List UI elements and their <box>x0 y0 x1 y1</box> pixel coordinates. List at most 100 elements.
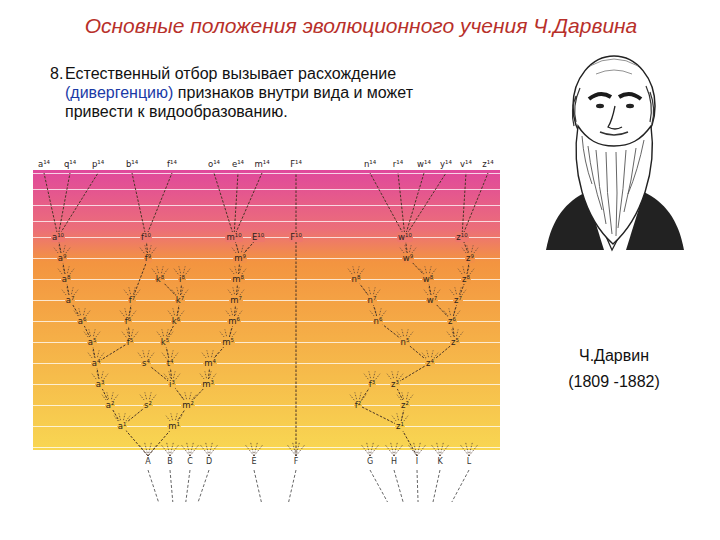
variety-label: z¹ <box>395 421 405 431</box>
variety-label: a¹⁴ <box>37 159 51 169</box>
lineage-branch <box>398 173 405 237</box>
lineage-branch <box>44 173 58 237</box>
variety-label: m³ <box>201 379 215 389</box>
variant-fan <box>391 442 394 456</box>
ancestry-line <box>254 470 261 502</box>
portrait-dates: (1809 -1882) <box>534 372 694 392</box>
side-hair <box>572 86 653 126</box>
variant-fan <box>190 445 199 456</box>
ancestry-line <box>170 470 173 502</box>
species-letter: L <box>467 457 471 467</box>
ancestry-line <box>417 470 418 502</box>
variant-fan <box>469 442 472 456</box>
variety-label: F¹⁴ <box>289 159 303 169</box>
generation-line <box>33 237 500 238</box>
variant-fan <box>361 445 370 456</box>
ancestry-line <box>433 470 440 502</box>
variety-label: a¹ <box>117 421 128 431</box>
lineage-branch <box>58 173 70 237</box>
variety-label: w⁹ <box>402 253 414 263</box>
statement-text: Естественный отбор вызывает расхождение <box>65 65 396 82</box>
variety-label: z¹⁴ <box>481 159 494 169</box>
variant-fan <box>296 442 299 456</box>
variant-fan <box>148 445 157 456</box>
variant-fan <box>206 442 209 456</box>
variant-fan <box>469 445 478 456</box>
variant-fan <box>440 445 449 456</box>
variety-label: b¹⁴ <box>125 159 139 169</box>
variant-fan <box>181 445 190 456</box>
variety-label: n⁵ <box>400 337 411 347</box>
variety-label: w⁷ <box>426 295 438 305</box>
lineage-branch <box>146 173 172 237</box>
variant-fan <box>296 445 305 456</box>
variety-label: z⁶ <box>447 316 457 326</box>
variant-fan <box>385 445 394 456</box>
variety-label: i⁸ <box>178 274 186 284</box>
ancestry-line <box>394 470 403 502</box>
variant-fan <box>394 442 397 456</box>
variety-label: m¹ <box>167 421 181 431</box>
generation-line <box>33 189 500 190</box>
species-letter: D <box>206 457 212 467</box>
generation-line <box>33 447 500 448</box>
variety-label: f⁵ <box>126 337 134 347</box>
variety-label: z⁷ <box>453 295 463 305</box>
generation-line <box>33 173 500 174</box>
ancestry-line <box>452 470 469 502</box>
variety-label: m⁸ <box>231 274 245 284</box>
variety-label: m² <box>181 400 195 410</box>
variety-label: a² <box>105 400 116 410</box>
variety-label: F¹⁰ <box>289 232 303 242</box>
species-letter: E <box>251 457 256 467</box>
variant-fan <box>245 445 254 456</box>
variant-fan <box>437 442 440 456</box>
variety-label: m⁷ <box>229 295 243 305</box>
generation-line <box>33 258 500 259</box>
variant-fan <box>370 442 373 456</box>
lineage-branch <box>234 173 262 237</box>
variety-label: i³ <box>168 379 176 389</box>
variant-fan <box>417 442 420 456</box>
forehead-lines <box>590 59 638 74</box>
generation-line <box>33 426 500 427</box>
variant-fan <box>209 445 218 456</box>
variety-label: f¹⁴ <box>166 159 178 169</box>
variant-fan <box>170 445 179 456</box>
variant-fan <box>370 445 379 456</box>
variety-label: s² <box>143 400 153 410</box>
variant-fan <box>394 445 403 456</box>
ancestry-line <box>148 470 159 502</box>
variety-label: a⁹ <box>57 253 68 263</box>
variety-label: a⁵ <box>87 337 98 347</box>
ancestry-line <box>289 470 296 502</box>
variety-label: f³ <box>368 379 376 389</box>
species-letter: K <box>437 457 442 467</box>
variety-label: n⁸ <box>351 274 362 284</box>
variety-label: a⁴ <box>91 358 102 368</box>
variant-fan <box>145 442 148 456</box>
variant-fan <box>167 442 170 456</box>
lineage-branch <box>358 405 400 426</box>
eye <box>596 104 604 108</box>
variety-label: a¹⁰ <box>51 232 65 242</box>
slide-title: Основные положения эволюционного учения … <box>0 14 720 38</box>
variant-fan <box>408 445 417 456</box>
variety-label: w¹⁴ <box>416 159 432 169</box>
variety-label: m⁶ <box>227 316 241 326</box>
generation-line <box>33 221 500 222</box>
variant-fan <box>139 445 148 456</box>
variant-fan <box>293 442 296 456</box>
lineage-branch <box>132 258 148 300</box>
ancestry-line <box>186 470 190 502</box>
lineage-branch <box>370 173 405 237</box>
variant-fan <box>460 445 469 456</box>
species-letter: I <box>416 457 418 467</box>
eye <box>626 104 634 108</box>
variety-label: z⁸ <box>461 274 471 284</box>
variety-label: a⁸ <box>61 274 72 284</box>
moustache <box>600 132 628 135</box>
variety-label: m¹⁴ <box>253 159 270 169</box>
lineage-branch <box>58 173 98 237</box>
species-letter: A <box>145 457 150 467</box>
